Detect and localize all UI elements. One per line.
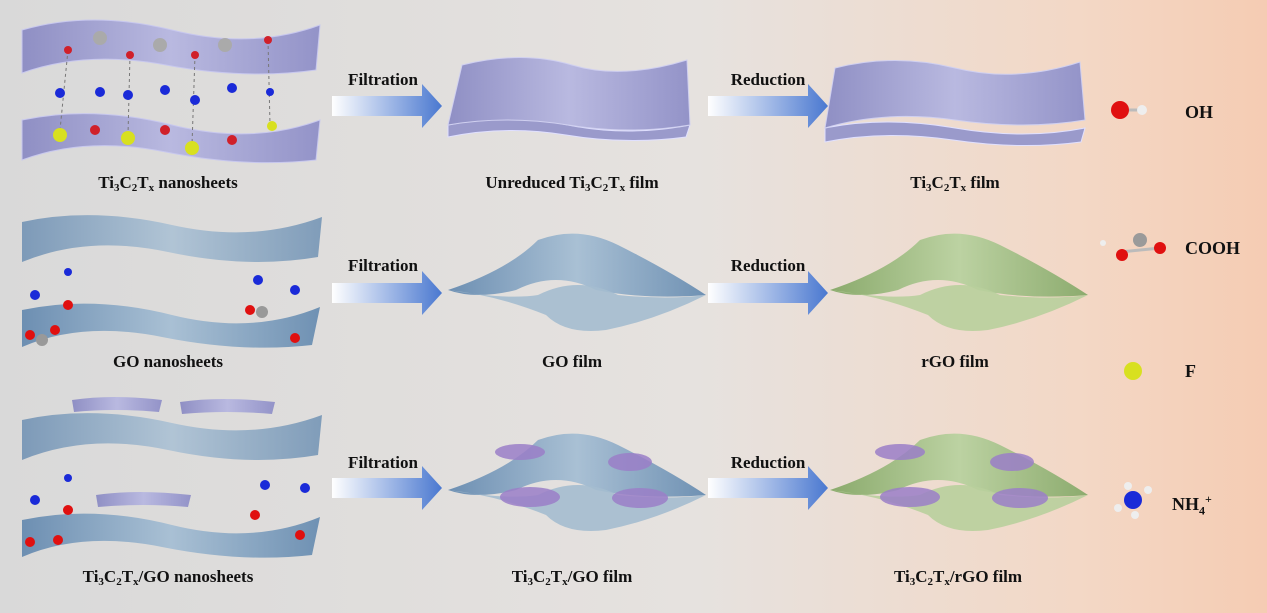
cooh-molecule-icon (1100, 233, 1166, 261)
mxene-rgo-film (830, 433, 1088, 531)
filtration-label: Filtration (348, 70, 418, 89)
rgo-film (830, 233, 1088, 331)
mxene-rgo-film-label: Ti3C2Tx/rGO film (893, 567, 1023, 588)
filtration-arrows (332, 84, 442, 510)
reduction-label: Reduction (730, 453, 806, 472)
mxene-film (824, 60, 1086, 147)
go-nanosheets (22, 215, 322, 348)
reduction-arrows (708, 84, 828, 510)
mxene-go-film-label: Ti3C2Tx/GO film (511, 567, 633, 588)
rgo-film-label: rGO film (921, 352, 989, 371)
filtration-label: Filtration (348, 256, 418, 275)
unreduced-film-label: Unreduced Ti3C2Tx film (485, 173, 659, 194)
nh4-molecule-icon (1114, 482, 1152, 519)
f-atom-icon (1124, 362, 1142, 380)
go-film-label: GO film (542, 352, 602, 371)
reduction-label: Reduction (730, 256, 806, 275)
mxene-go-film (448, 433, 706, 531)
unreduced-mxene-film (447, 57, 691, 142)
go-nanosheets-label: GO nanosheets (112, 352, 224, 371)
mxene-film-label: Ti3C2Tx film (910, 173, 1000, 194)
mxene-nanosheets-label: Ti3C2Tx nanosheets (98, 173, 238, 194)
legend-nh4: NH4+ (1172, 492, 1212, 518)
mxene-go-nanosheets (22, 397, 322, 558)
mxene-go-nanosheets-label: Ti3C2Tx/GO nanosheets (82, 567, 254, 588)
go-film (448, 233, 706, 331)
mxene-nanosheets (21, 19, 321, 164)
legend-oh: OH (1185, 102, 1214, 122)
reduction-label: Reduction (730, 70, 806, 89)
oh-molecule-icon (1111, 101, 1147, 119)
legend-cooh: COOH (1185, 238, 1241, 258)
filtration-label: Filtration (348, 453, 418, 472)
legend-f: F (1185, 361, 1196, 381)
